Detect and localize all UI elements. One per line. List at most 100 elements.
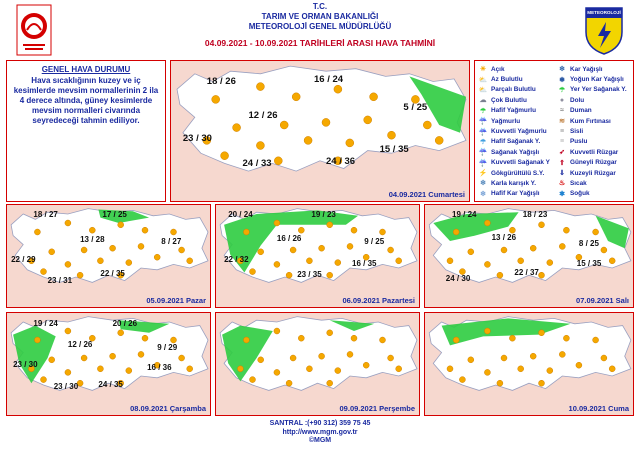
turkey-map (10, 316, 209, 391)
legend-label: Kuzeyli Rüzgar (570, 169, 616, 177)
sun-icon (484, 261, 491, 268)
sun-icon (608, 365, 616, 373)
general-weather-panel: GENEL HAVA DURUMU Hava sıcaklığının kuze… (6, 60, 166, 202)
sun-icon (285, 271, 293, 279)
temperature-label: 24 / 33 (242, 158, 272, 170)
sun-icon (80, 246, 88, 254)
temperature-label: 19 / 24 (452, 209, 477, 219)
footer-url[interactable]: http://www.mgm.gov.tr (282, 428, 358, 436)
temperature-label: 18 / 26 (206, 76, 236, 88)
sun-icon (298, 334, 305, 342)
rain-area (329, 320, 375, 331)
sun-icon (80, 354, 88, 362)
sun-icon (321, 118, 331, 127)
sun-icon (28, 257, 35, 265)
legend-label: Sıcak (570, 179, 587, 187)
rain-area (441, 318, 571, 346)
sun-icon (89, 226, 96, 234)
rain-area (118, 320, 170, 333)
sun-icon (153, 361, 161, 369)
sun-icon (64, 327, 72, 335)
sun-icon (363, 115, 372, 125)
temperature-label: 18 / 23 (522, 209, 548, 219)
sun-icon (232, 123, 241, 132)
legend-label: Dolu (570, 96, 585, 104)
legend-item: ☔Kuvvetli Sağanak Y (478, 158, 556, 168)
sun-icon (379, 336, 386, 344)
sun-icon (64, 369, 72, 376)
legend-label: Az Bulutlu (491, 76, 523, 84)
map-day-6: 09.09.2021 Perşembe (215, 312, 420, 416)
header: T.C. TARIM VE ORMAN BAKANLIĞI METEOROLOJ… (150, 2, 490, 48)
legend-item: ☁Çok Bulutlu (478, 95, 556, 105)
legend-label: Çok Bulutlu (491, 96, 527, 104)
sun-icon (529, 244, 537, 252)
map-date-label: 06.09.2021 Pazartesi (342, 296, 415, 305)
hot-icon: ♨ (558, 180, 566, 188)
legend-label: Açık (491, 65, 505, 73)
header-line-1: T.C. (312, 2, 328, 11)
local-shower-icon: ☂ (558, 86, 566, 94)
legend-item: ☔Yağmurlu (478, 116, 556, 126)
temperature-label: 8 / 27 (161, 236, 182, 246)
temperature-label: 18 / 27 (33, 209, 58, 219)
sun-icon (362, 361, 370, 369)
sun-icon (484, 219, 491, 227)
temperature-label: 22 / 35 (100, 268, 125, 278)
sun-icon (546, 259, 554, 266)
legend-label: Gökgürültülü S.Y. (491, 169, 545, 177)
rain-area (224, 210, 359, 273)
rain-area (222, 325, 273, 382)
sun-icon (249, 268, 256, 275)
sun-icon (369, 92, 378, 102)
sun-icon (109, 352, 116, 360)
heavy-snow-icon: ❅ (559, 76, 565, 84)
sun-icon (48, 248, 55, 256)
general-weather-text: Hava sıcaklığının kuzey ve iç kesimlerde… (13, 76, 159, 125)
footer-phone: SANTRAL :(+90 312) 359 75 45 (269, 420, 371, 427)
light-snow-icon: ❄ (480, 190, 486, 198)
few-clouds-icon: ⛅ (478, 76, 488, 84)
legend-label: Yağmurlu (491, 117, 521, 125)
sun-icon (467, 248, 475, 256)
sun-icon (220, 151, 229, 160)
sun-icon (334, 259, 342, 266)
sun-icon (326, 379, 333, 387)
sun-icon (289, 354, 297, 362)
sleet-icon: ❄ (480, 180, 486, 188)
rain-icon: ☔ (478, 118, 488, 126)
legend-item: ❄Kar Yağışlı (557, 64, 635, 74)
sun-icon (575, 253, 583, 261)
sun-icon (243, 336, 250, 344)
sun-icon (538, 221, 545, 229)
sun-icon (529, 352, 537, 360)
legend-item: ⛅Az Bulutlu (478, 74, 556, 84)
sun-icon (257, 356, 264, 364)
sun-icon (546, 367, 554, 374)
legend-item: ≡Puslu (557, 137, 635, 147)
sun-icon (538, 329, 545, 337)
legend-label: Sağanak Yağışlı (491, 148, 540, 156)
rain-area (98, 209, 150, 223)
sun-icon (256, 141, 265, 150)
sun-icon (117, 329, 124, 337)
temperature-label: 19 / 23 (311, 209, 336, 219)
temperature-label: 23 / 30 (53, 382, 79, 392)
sun-icon (274, 156, 283, 166)
legend-item: ⚡Gökgürültülü S.Y. (478, 168, 556, 178)
sun-icon (538, 379, 545, 387)
legend-label: Yoğun Kar Yağışlı (570, 76, 624, 84)
sun-icon (446, 257, 454, 265)
map-date-label: 07.09.2021 Salı (576, 296, 629, 305)
legend-label: Soğuk (570, 190, 590, 198)
sun-icon (395, 257, 402, 265)
legend-label: Güneyli Rüzgar (570, 159, 617, 167)
temperature-label: 13 / 28 (80, 234, 105, 244)
sandstorm-icon: ≋ (559, 118, 565, 126)
sun-icon (141, 226, 149, 234)
sun-icon (178, 354, 185, 362)
snow-icon: ❄ (559, 66, 565, 74)
legend-item: ≡Sisli (557, 126, 635, 136)
sun-icon (273, 261, 281, 268)
